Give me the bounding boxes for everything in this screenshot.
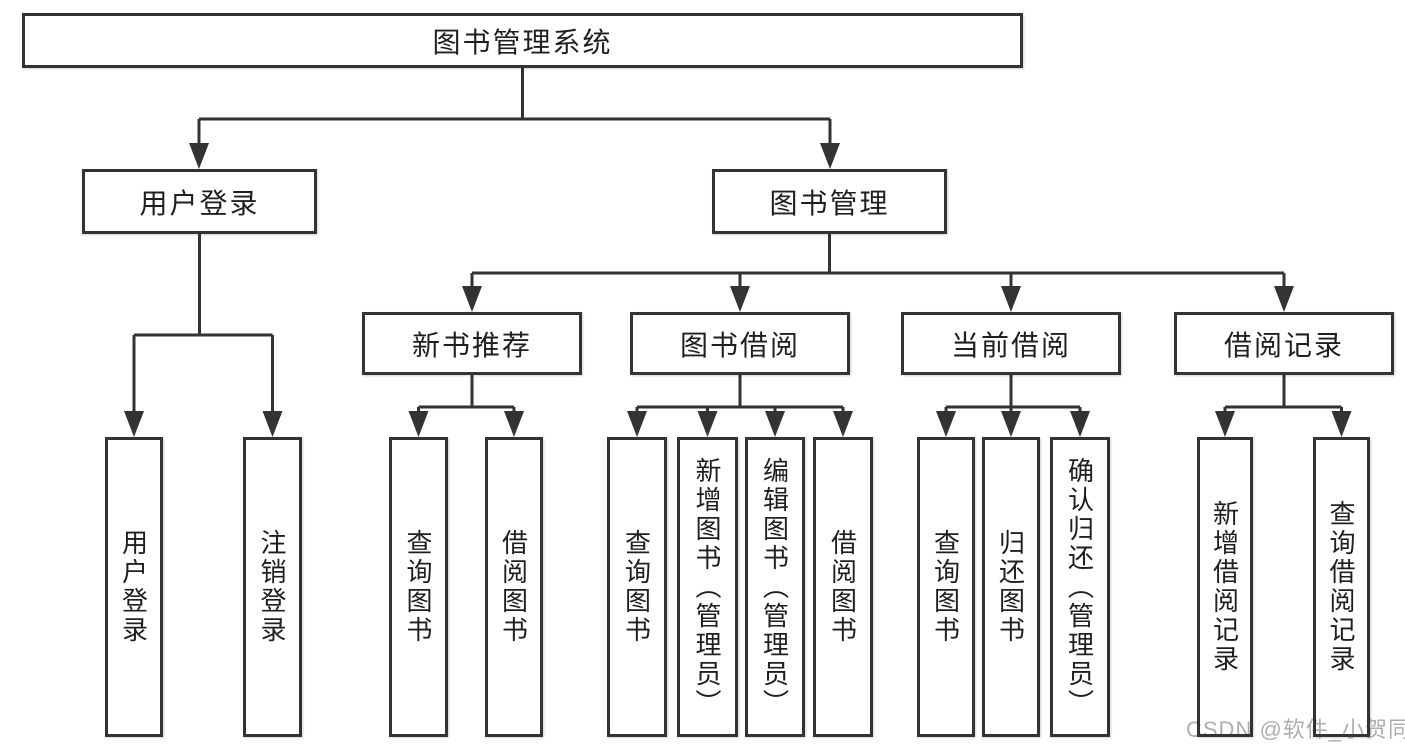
leaf-confirm-return-admin: 确认归还（管理员） xyxy=(1050,437,1110,737)
leaf-user-login: 用户登录 xyxy=(105,437,163,737)
leaf-edit-books-admin: 编辑图书（管理员） xyxy=(745,437,805,737)
leaf-add-books-admin: 新增图书（管理员） xyxy=(677,437,738,737)
node-new-book-recommend: 新书推荐 xyxy=(362,312,582,375)
csdn-watermark: CSDN @软件_小贺同学 xyxy=(1186,717,1405,742)
node-user-login: 用户登录 xyxy=(82,169,317,234)
leaf-query-books-current: 查询图书 xyxy=(917,437,975,737)
leaf-logout: 注销登录 xyxy=(243,437,302,737)
node-book-borrow: 图书借阅 xyxy=(630,312,850,375)
leaf-query-books-recommend: 查询图书 xyxy=(389,437,448,737)
leaf-add-borrow-record: 新增借阅记录 xyxy=(1197,437,1253,737)
node-current-borrow: 当前借阅 xyxy=(901,312,1121,375)
node-root: 图书管理系统 xyxy=(22,13,1023,68)
leaf-query-borrow-record: 查询借阅记录 xyxy=(1313,437,1370,737)
leaf-return-books: 归还图书 xyxy=(982,437,1040,737)
node-book-management: 图书管理 xyxy=(712,169,947,234)
leaf-query-books-borrow: 查询图书 xyxy=(607,437,667,737)
leaf-borrow-books: 借阅图书 xyxy=(813,437,873,737)
leaf-borrow-books-recommend: 借阅图书 xyxy=(485,437,543,737)
node-borrow-records: 借阅记录 xyxy=(1174,312,1394,375)
